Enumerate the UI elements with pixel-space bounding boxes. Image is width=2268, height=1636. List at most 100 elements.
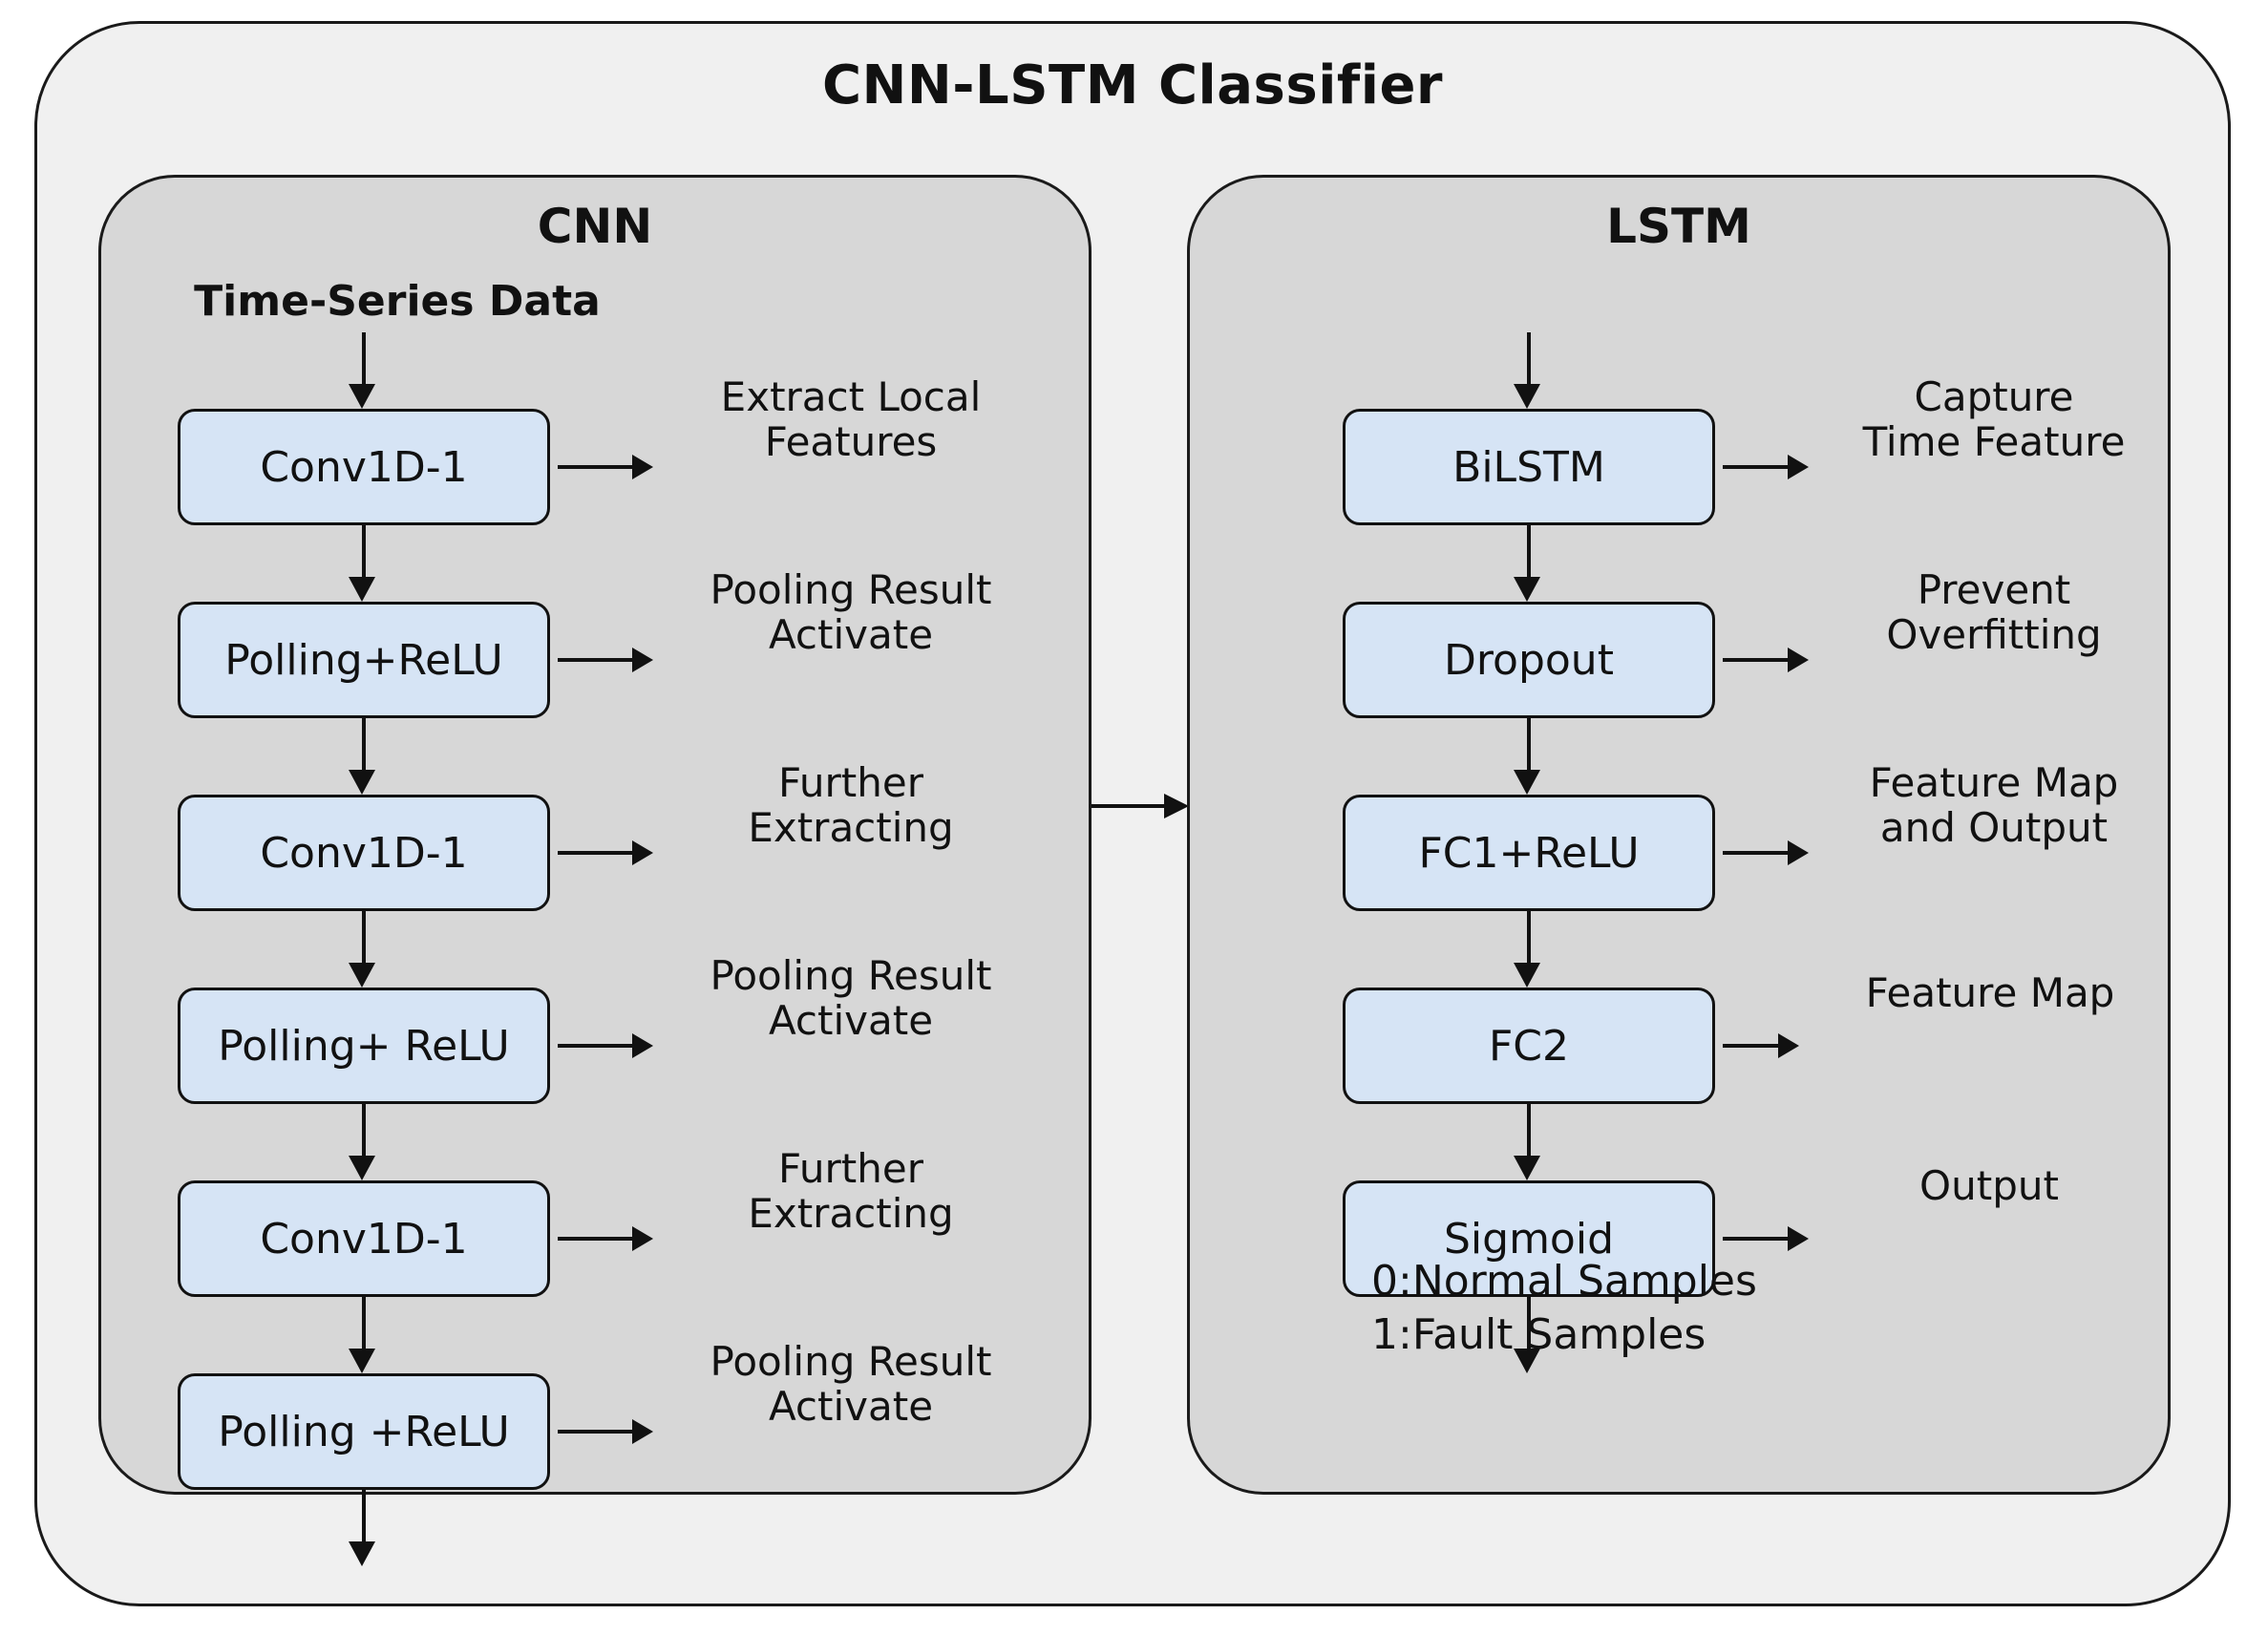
- lstm-block-fc2[interactable]: FC2: [1343, 988, 1715, 1104]
- cnn-step-1: Conv1D-1 Extract Local Features: [101, 374, 1094, 525]
- lstm-block-bilstm[interactable]: BiLSTM: [1343, 409, 1715, 525]
- lstm-connector-3-4: [1527, 911, 1531, 970]
- cnn-step-1-note-line2: Features: [764, 418, 938, 466]
- output-label-fault: 1:Fault Samples: [1371, 1310, 1706, 1360]
- cnn-step-3-note-line2: Extracting: [748, 804, 954, 852]
- cnn-step-5: Conv1D-1 Further Extracting: [101, 1146, 1094, 1297]
- lstm-step-3-note-line1: Feature Map: [1869, 759, 2119, 806]
- cnn-step-3-note-line1: Further: [778, 759, 923, 806]
- lstm-step-3-arrow: [1723, 840, 1820, 865]
- cnn-connector-1-2: [362, 525, 366, 584]
- cnn-to-lstm-arrow: [1092, 792, 1191, 820]
- cnn-connector-2-3: [362, 718, 366, 777]
- cnn-block-polling-relu-3[interactable]: Polling +ReLU: [178, 1373, 550, 1490]
- cnn-step-2-note-line1: Pooling Result: [710, 566, 992, 613]
- lstm-step-5: Sigmoid Output: [1190, 1163, 2173, 1297]
- output-label-normal: 0:Normal Samples: [1371, 1257, 1757, 1306]
- lstm-arrowhead-1-2: [1514, 577, 1540, 602]
- cnn-step-2-note-line2: Activate: [768, 611, 934, 659]
- lstm-input-connector: [1527, 332, 1531, 390]
- lstm-arrowhead-2-3: [1514, 770, 1540, 795]
- lstm-arrowhead-3-4: [1514, 963, 1540, 988]
- cnn-arrowhead-2-3: [349, 770, 375, 795]
- lstm-output-arrowhead: [1514, 1349, 1540, 1373]
- lstm-step-5-note: Output: [1832, 1163, 2147, 1208]
- cnn-arrowhead-5-6: [349, 1349, 375, 1373]
- cnn-step-2: Polling+ReLU Pooling Result Activate: [101, 567, 1094, 718]
- cnn-step-1-note: Extract Local Features: [665, 374, 1037, 464]
- cnn-arrowhead-3-4: [349, 963, 375, 988]
- cnn-connector-5-6: [362, 1297, 366, 1356]
- cnn-step-5-note: Further Extracting: [665, 1146, 1037, 1236]
- cnn-block-conv1d-2[interactable]: Conv1D-1: [178, 795, 550, 911]
- lstm-step-1-note-line2: Time Feature: [1862, 418, 2126, 466]
- cnn-step-1-arrow: [558, 455, 655, 479]
- lstm-step-4: FC2 Feature Map: [1190, 970, 2173, 1104]
- cnn-input-arrowhead: [349, 384, 375, 409]
- lstm-block-sigmoid[interactable]: Sigmoid: [1343, 1180, 1715, 1297]
- lstm-step-4-note: Feature Map: [1809, 970, 2172, 1015]
- lstm-step-2-note-line1: Prevent: [1917, 566, 2071, 613]
- lstm-step-5-arrow: [1723, 1226, 1820, 1251]
- cnn-step-3-note: Further Extracting: [665, 760, 1037, 850]
- cnn-step-6: Polling +ReLU Pooling Result Activate: [101, 1339, 1094, 1490]
- lstm-step-3-note-line2: and Output: [1879, 804, 2109, 852]
- cnn-output-arrowhead: [349, 1541, 375, 1566]
- lstm-connector-1-2: [1527, 525, 1531, 584]
- lstm-arrowhead-4-5: [1514, 1156, 1540, 1180]
- page-title: CNN-LSTM Classifier: [821, 54, 1444, 117]
- lstm-step-3-note: Feature Map and Output: [1822, 760, 2166, 850]
- cnn-step-3: Conv1D-1 Further Extracting: [101, 760, 1094, 911]
- lstm-step-2-note: Prevent Overfitting: [1822, 567, 2166, 657]
- lstm-connector-2-3: [1527, 718, 1531, 777]
- cnn-block-conv1d-1[interactable]: Conv1D-1: [178, 409, 550, 525]
- lstm-block-dropout[interactable]: Dropout: [1343, 602, 1715, 718]
- lstm-panel: LSTM BiLSTM Capture Time Feature Dropout: [1187, 175, 2171, 1495]
- lstm-connector-4-5: [1527, 1104, 1531, 1163]
- lstm-step-2: Dropout Prevent Overfitting: [1190, 567, 2173, 718]
- cnn-connector-3-4: [362, 911, 366, 970]
- lstm-step-1: BiLSTM Capture Time Feature: [1190, 374, 2173, 525]
- lstm-output-labels: 0:Normal Samples 1:Fault Samples: [1343, 1255, 1757, 1363]
- cnn-panel: CNN Time-Series Data Conv1D-1 Extract Lo…: [98, 175, 1094, 1566]
- cnn-step-1-note-line1: Extract Local: [720, 373, 982, 420]
- lstm-panel-title: LSTM: [1606, 199, 1751, 254]
- cnn-step-4-note: Pooling Result Activate: [665, 953, 1037, 1043]
- lstm-step-1-note: Capture Time Feature: [1822, 374, 2166, 464]
- cnn-connector-4-5: [362, 1104, 366, 1163]
- cnn-step-6-arrow: [558, 1419, 655, 1444]
- cnn-step-2-arrow: [558, 648, 655, 672]
- cnn-step-6-note-line2: Activate: [768, 1383, 934, 1431]
- cnn-step-4-note-line1: Pooling Result: [710, 952, 992, 999]
- cnn-block-conv1d-3[interactable]: Conv1D-1: [178, 1180, 550, 1297]
- lstm-step-1-arrow: [1723, 455, 1820, 479]
- cnn-arrowhead-4-5: [349, 1156, 375, 1180]
- lstm-step-2-arrow: [1723, 648, 1820, 672]
- cnn-output-connector: [362, 1490, 366, 1549]
- cnn-lstm-classifier-container: CNN-LSTM Classifier CNN Time-Series Data…: [34, 21, 2231, 1606]
- cnn-step-4: Polling+ ReLU Pooling Result Activate: [101, 953, 1094, 1104]
- cnn-step-4-arrow: [558, 1033, 655, 1058]
- lstm-step-4-arrow: [1723, 1033, 1820, 1058]
- cnn-step-5-note-line2: Extracting: [748, 1190, 954, 1238]
- lstm-block-fc1-relu[interactable]: FC1+ReLU: [1343, 795, 1715, 911]
- lstm-input-arrowhead: [1514, 384, 1540, 409]
- lstm-output-connector: [1527, 1297, 1531, 1356]
- cnn-arrowhead-1-2: [349, 577, 375, 602]
- lstm-step-5-note-line1: Output: [1919, 1162, 2059, 1209]
- lstm-step-2-note-line2: Overfitting: [1886, 611, 2102, 659]
- cnn-step-2-note: Pooling Result Activate: [665, 567, 1037, 657]
- lstm-step-4-note-line1: Feature Map: [1865, 969, 2115, 1016]
- cnn-input-caption: Time-Series Data: [194, 277, 601, 326]
- lstm-step-3: FC1+ReLU Feature Map and Output: [1190, 760, 2173, 911]
- cnn-step-6-note: Pooling Result Activate: [665, 1339, 1037, 1429]
- lstm-step-1-note-line1: Capture: [1914, 373, 2074, 420]
- cnn-step-5-note-line1: Further: [778, 1145, 923, 1192]
- cnn-input-connector: [362, 332, 366, 390]
- cnn-step-4-note-line2: Activate: [768, 997, 934, 1045]
- cnn-panel-title: CNN: [537, 199, 653, 254]
- cnn-step-6-note-line1: Pooling Result: [710, 1338, 992, 1385]
- cnn-block-polling-relu-1[interactable]: Polling+ReLU: [178, 602, 550, 718]
- cnn-block-polling-relu-2[interactable]: Polling+ ReLU: [178, 988, 550, 1104]
- cnn-step-5-arrow: [558, 1226, 655, 1251]
